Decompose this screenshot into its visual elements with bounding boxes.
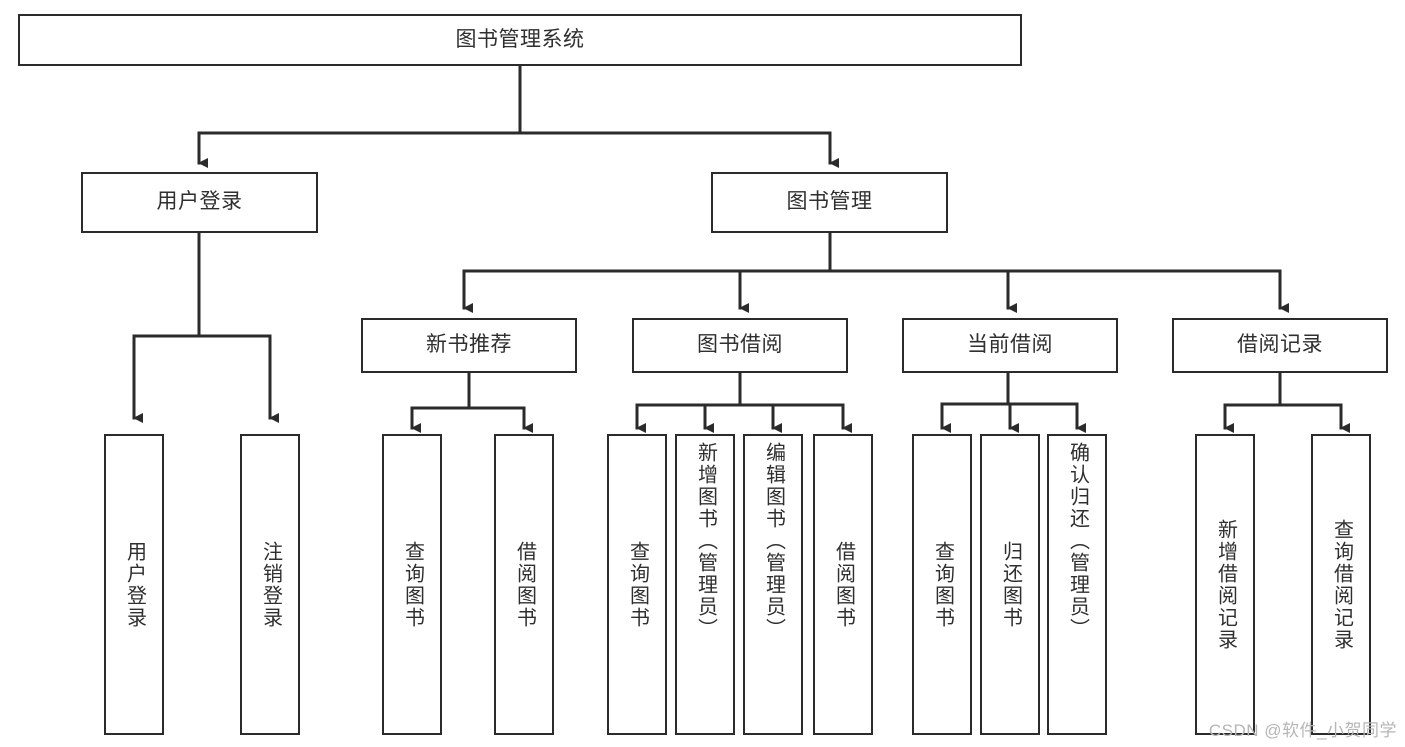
leaf-record-query-record-label: 查询借阅记录	[1330, 518, 1353, 651]
leaf-user-login-login-label: 用户登录	[123, 540, 146, 629]
node-new-book-recommend[interactable]: 新书推荐	[361, 318, 577, 373]
leaf-borrow-borrow-book-label: 借阅图书	[832, 540, 855, 629]
leaf-borrow-edit-book-label: 编辑图书（管理员）	[762, 442, 785, 640]
leaf-borrow-query-book[interactable]: 查询图书	[607, 434, 667, 735]
node-user-login[interactable]: 用户登录	[81, 172, 318, 233]
leaf-current-confirm-return[interactable]: 确认归还（管理员）	[1047, 434, 1107, 735]
leaf-borrow-edit-book[interactable]: 编辑图书（管理员）	[743, 434, 803, 735]
watermark-text: CSDN @软件_小贺同学	[1208, 721, 1397, 740]
leaf-record-add-record[interactable]: 新增借阅记录	[1195, 434, 1255, 735]
leaf-user-login-logout-label: 注销登录	[259, 540, 282, 629]
node-borrow-record-label: 借阅记录	[1237, 333, 1323, 357]
node-book-management-label: 图书管理	[786, 190, 873, 214]
node-root-system-label: 图书管理系统	[455, 27, 585, 51]
leaf-borrow-add-book[interactable]: 新增图书（管理员）	[675, 434, 735, 735]
leaf-borrow-add-book-label: 新增图书（管理员）	[694, 442, 717, 640]
leaf-new-book-query[interactable]: 查询图书	[382, 434, 442, 735]
leaf-borrow-query-book-label: 查询图书	[626, 540, 649, 629]
node-user-login-label: 用户登录	[156, 190, 243, 214]
leaf-new-book-borrow[interactable]: 借阅图书	[494, 434, 554, 735]
leaf-current-return-book-label: 归还图书	[999, 540, 1022, 629]
leaf-current-confirm-return-label: 确认归还（管理员）	[1066, 442, 1089, 640]
leaf-borrow-borrow-book[interactable]: 借阅图书	[813, 434, 873, 735]
node-borrow-record[interactable]: 借阅记录	[1172, 318, 1388, 373]
leaf-user-login-login[interactable]: 用户登录	[104, 434, 164, 735]
leaf-record-add-record-label: 新增借阅记录	[1214, 518, 1237, 651]
leaf-new-book-query-label: 查询图书	[401, 540, 424, 629]
leaf-current-query-book[interactable]: 查询图书	[912, 434, 972, 735]
node-root-system[interactable]: 图书管理系统	[18, 14, 1022, 66]
node-current-borrow[interactable]: 当前借阅	[902, 318, 1118, 373]
node-book-borrow[interactable]: 图书借阅	[632, 318, 848, 373]
leaf-new-book-borrow-label: 借阅图书	[513, 540, 536, 629]
node-current-borrow-label: 当前借阅	[967, 333, 1053, 357]
leaf-record-query-record[interactable]: 查询借阅记录	[1311, 434, 1371, 735]
leaf-current-query-book-label: 查询图书	[931, 540, 954, 629]
node-new-book-recommend-label: 新书推荐	[426, 333, 512, 357]
leaf-current-return-book[interactable]: 归还图书	[980, 434, 1040, 735]
node-book-borrow-label: 图书借阅	[697, 333, 783, 357]
leaf-user-login-logout[interactable]: 注销登录	[240, 434, 300, 735]
node-book-management[interactable]: 图书管理	[711, 172, 948, 233]
